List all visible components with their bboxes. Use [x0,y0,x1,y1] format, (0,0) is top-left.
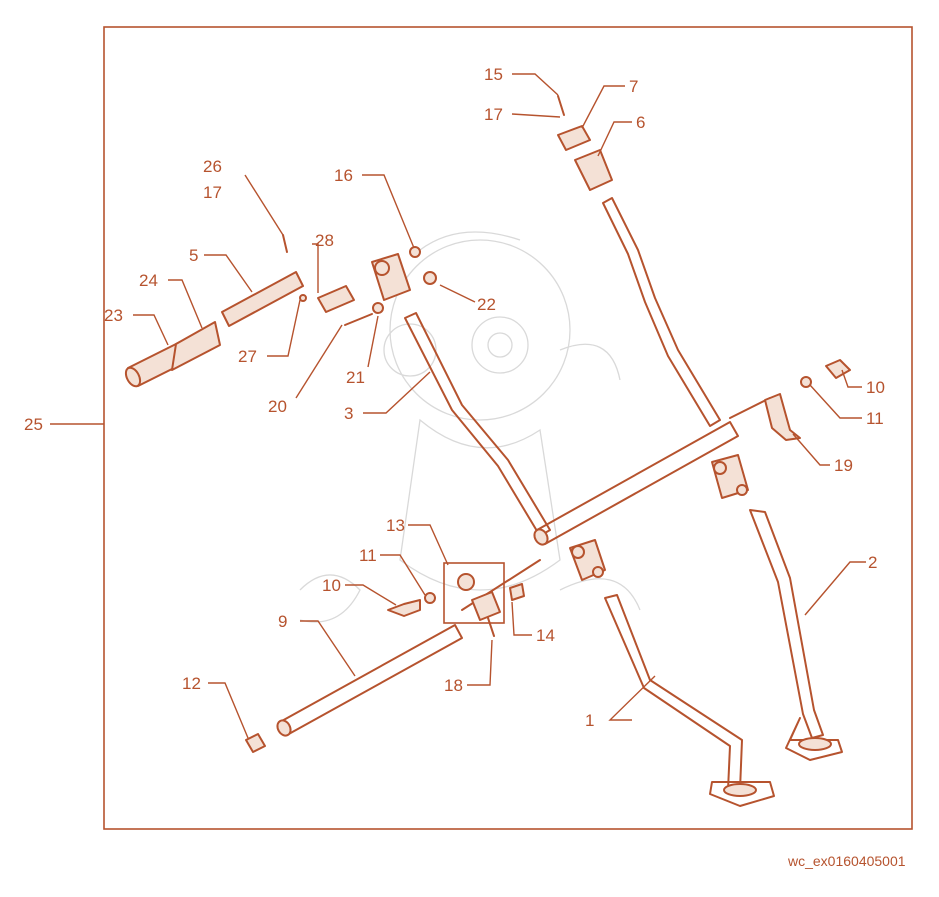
label-15: 15 [484,65,503,84]
label-3: 3 [344,404,353,423]
main-cross-bar [533,397,771,546]
label-17-top: 17 [484,105,503,124]
label-12: 12 [182,674,201,693]
part-6-fitting [574,149,613,191]
part-1-support-tube [604,594,775,807]
part-21-washer [372,302,384,314]
label-10-left: 10 [322,576,341,595]
part-15-screw [557,95,565,116]
part-16-clamp-assembly [371,246,421,301]
part-12-end-cap [245,733,266,753]
part-20-screw [344,313,373,326]
label-16: 16 [334,166,353,185]
part-23-grip-end [124,366,142,388]
part-10-bolt-right [825,359,851,379]
assembly-frame [103,26,913,830]
part-labels: 15 17 7 6 16 26 17 28 5 24 23 22 27 21 2… [24,65,885,730]
part-3-upright-tube [404,312,551,537]
label-20: 20 [268,397,287,416]
reference-code: wc_ex0160405001 [787,853,906,869]
label-1: 1 [585,711,594,730]
part-28-sleeve [317,285,355,313]
part-14-nut [509,583,525,601]
upper-upright-tube [602,197,721,427]
clamp-block-center-upper [711,454,749,499]
part-5-tube [221,271,304,327]
label-6: 6 [636,113,645,132]
part-26-screw [282,234,288,253]
label-5: 5 [189,246,198,265]
part-13-clamp-box [443,562,505,624]
label-14: 14 [536,626,555,645]
part-10-bolt-left [387,599,421,617]
part-7-fitting [557,125,591,151]
label-11-left: 11 [359,546,377,565]
part-18-screw [487,617,495,637]
part-9-lower-bar [276,559,541,737]
part-24-lever [171,321,221,371]
label-11-right: 11 [866,409,884,428]
label-9: 9 [278,612,287,631]
label-23: 23 [104,306,123,325]
label-24: 24 [139,271,158,290]
part-11-washer-left [424,592,436,604]
label-17-left: 17 [203,183,222,202]
part-22-nut [423,271,437,285]
leader-lines [50,73,866,739]
part-11-washer-right [800,376,812,388]
label-18: 18 [444,676,463,695]
label-28: 28 [315,231,334,250]
part-27-pin [299,294,307,302]
label-26: 26 [203,157,222,176]
part-2-support-tube [749,509,843,761]
part-clamp-lower [471,591,501,621]
clamp-block-center-lower [569,539,606,581]
watermark-dragon-illustration [299,231,641,623]
part-13-clamp [457,573,475,591]
label-10-right: 10 [866,378,885,397]
part-19-bracket [764,393,801,441]
label-2: 2 [868,553,877,572]
label-25: 25 [24,415,43,434]
label-27: 27 [238,347,257,366]
label-19: 19 [834,456,853,475]
label-13: 13 [386,516,405,535]
label-7: 7 [629,77,638,96]
label-22: 22 [477,295,496,314]
label-21: 21 [346,368,365,387]
